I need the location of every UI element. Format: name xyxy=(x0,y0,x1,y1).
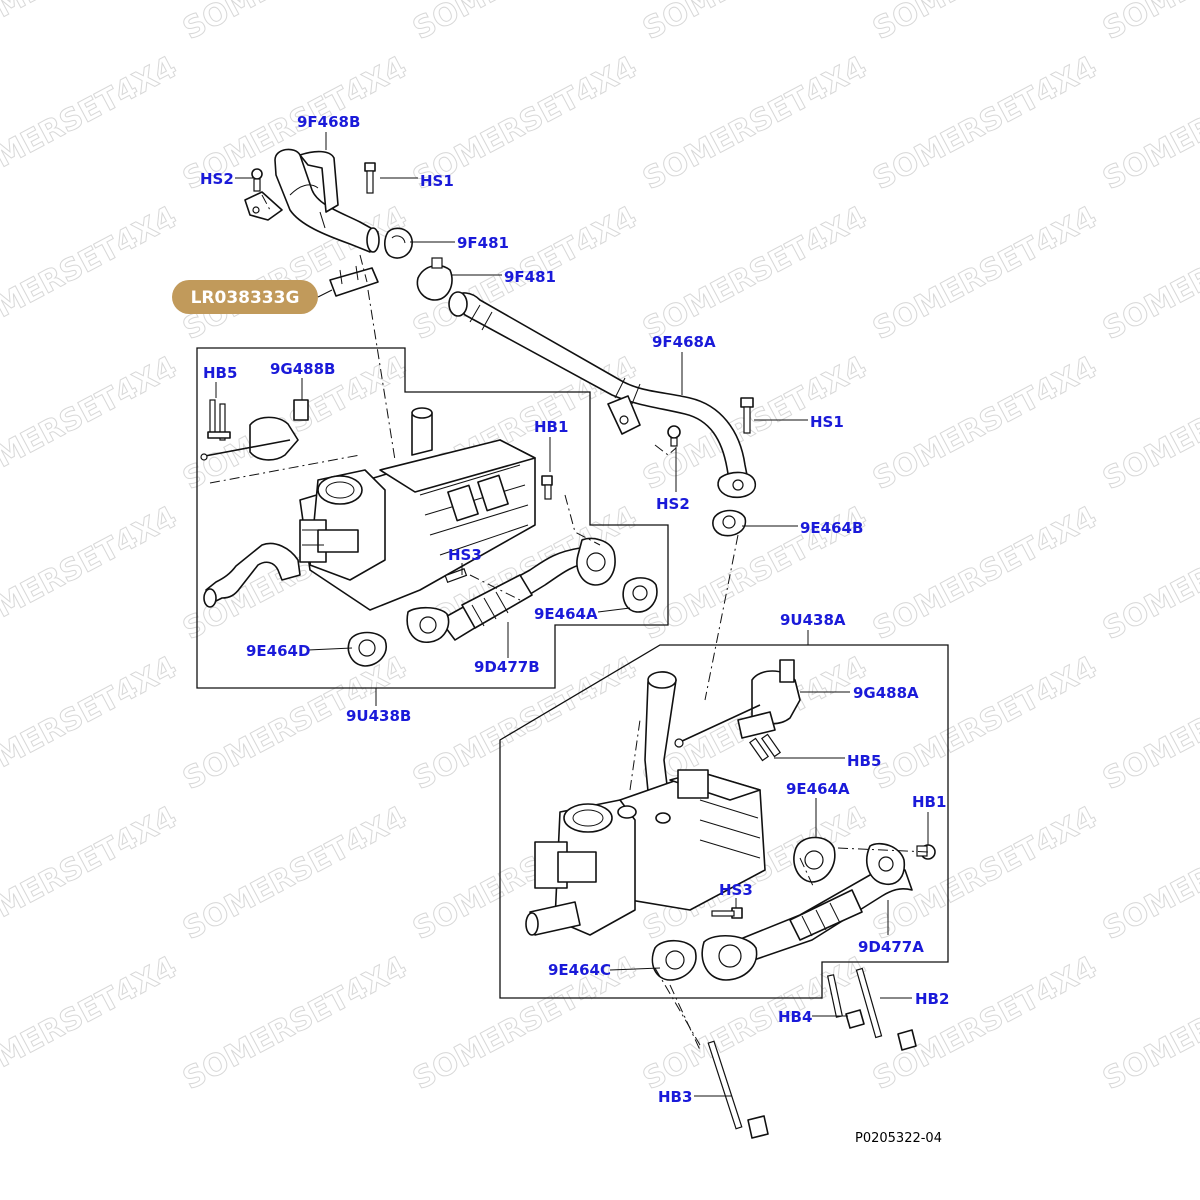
badge-background xyxy=(172,280,318,314)
watermark-text: SOMERSET4X4 xyxy=(867,350,1102,497)
bolt-HS2-top[interactable] xyxy=(251,168,263,192)
pipe-9F468B[interactable] xyxy=(244,148,380,253)
badge-part-number: LR038333G xyxy=(191,288,300,308)
bolt-HS2-mid[interactable] xyxy=(667,425,681,447)
clamp-9F481-a[interactable] xyxy=(384,227,413,259)
label-HB1-left[interactable]: HB1 xyxy=(534,418,568,436)
watermark-text: SOMERSET4X4 xyxy=(177,0,412,47)
watermark-text: SOMERSET4X4 xyxy=(1097,500,1200,647)
watermark-text: SOMERSET4X4 xyxy=(867,950,1102,1097)
frame-9U438A xyxy=(499,644,949,999)
label-9F468A[interactable]: 9F468A xyxy=(652,333,716,351)
label-9G488B[interactable]: 9G488B xyxy=(270,360,336,378)
watermark-text: SOMERSET4X4 xyxy=(867,650,1102,797)
assembly-lines xyxy=(209,194,929,1051)
bolt-HS1-mid[interactable] xyxy=(740,397,754,434)
bolt-HB4[interactable] xyxy=(826,974,865,1029)
label-9E464A-left[interactable]: 9E464A xyxy=(534,605,598,623)
label-9F468B[interactable]: 9F468B xyxy=(297,113,360,131)
label-HB3[interactable]: HB3 xyxy=(658,1088,692,1106)
label-HB1-right[interactable]: HB1 xyxy=(912,793,946,811)
label-9D477A[interactable]: 9D477A xyxy=(858,938,924,956)
watermark-text: SOMERSET4X4 xyxy=(1097,0,1200,47)
label-HB2[interactable]: HB2 xyxy=(915,990,949,1008)
bolt-HS3-left[interactable] xyxy=(444,568,468,584)
label-9E464C[interactable]: 9E464C xyxy=(548,961,611,979)
clamp-9F481-b[interactable] xyxy=(416,257,453,301)
watermark-text: SOMERSET4X4 xyxy=(177,200,412,347)
leader-lines xyxy=(215,132,929,1097)
label-HS3-left[interactable]: HS3 xyxy=(448,546,482,564)
watermark-text: SOMERSET4X4 xyxy=(637,200,872,347)
watermark-text: SOMERSET4X4 xyxy=(1097,50,1200,197)
watermark-text: SOMERSET4X4 xyxy=(0,50,183,197)
label-HS2-top[interactable]: HS2 xyxy=(200,170,234,188)
watermark-text: SOMERSET4X4 xyxy=(1097,350,1200,497)
watermark-text: SOMERSET4X4 xyxy=(0,200,183,347)
frame-9U438B xyxy=(196,347,669,689)
label-HS3-right[interactable]: HS3 xyxy=(719,881,753,899)
bolt-HB1-left[interactable] xyxy=(541,475,553,500)
label-9E464B[interactable]: 9E464B xyxy=(800,519,863,537)
watermark-text: SOMERSET4X4 xyxy=(637,50,872,197)
bolt-HB2[interactable] xyxy=(855,967,917,1051)
watermark-text: SOMERSET4X4 xyxy=(0,650,183,797)
watermark-text: SOMERSET4X4 xyxy=(867,0,1102,47)
watermark-text: SOMERSET4X4 xyxy=(867,50,1102,197)
watermark-text: SOMERSET4X4 xyxy=(867,200,1102,347)
part-number-badge[interactable]: LR038333G xyxy=(172,280,333,314)
watermark-text: SOMERSET4X4 xyxy=(177,800,412,947)
label-HB4[interactable]: HB4 xyxy=(778,1008,812,1026)
bolt-HB5-left[interactable] xyxy=(207,399,231,441)
watermark-text: SOMERSET4X4 xyxy=(1097,950,1200,1097)
bolt-HS1-top[interactable] xyxy=(364,162,376,194)
watermark-text: SOMERSET4X4 xyxy=(867,500,1102,647)
bolt-HS3-right[interactable] xyxy=(711,907,743,919)
label-9F481-a[interactable]: 9F481 xyxy=(457,234,509,252)
watermark-text: SOMERSET4X4 xyxy=(0,350,183,497)
watermark-text: SOMERSET4X4 xyxy=(0,800,183,947)
label-9G488A[interactable]: 9G488A xyxy=(853,684,919,702)
egr-cooler-assembly-9U438A[interactable] xyxy=(525,659,913,981)
callout-labels: 9F468B HS2 HS1 9F481 9F481 9F468A HS1 HS… xyxy=(200,113,949,1106)
watermark-text: SOMERSET4X4 xyxy=(407,0,642,47)
watermark-text: SOMERSET4X4 xyxy=(0,0,183,47)
diagram-reference: P0205322-04 xyxy=(855,1131,942,1146)
watermark-text: SOMERSET4X4 xyxy=(637,0,872,47)
label-9E464D[interactable]: 9E464D xyxy=(246,642,310,660)
watermark-text: SOMERSET4X4 xyxy=(0,950,183,1097)
badge-leader xyxy=(317,289,333,298)
label-HS1-top[interactable]: HS1 xyxy=(420,172,454,190)
label-9D477B[interactable]: 9D477B xyxy=(474,658,540,676)
label-HB5-left[interactable]: HB5 xyxy=(203,364,237,382)
label-9U438B[interactable]: 9U438B xyxy=(346,707,411,725)
gasket-LR038333G[interactable] xyxy=(329,265,379,297)
watermark-text: SOMERSET4X4 xyxy=(1097,200,1200,347)
label-9U438A[interactable]: 9U438A xyxy=(780,611,846,629)
label-HS1-mid[interactable]: HS1 xyxy=(810,413,844,431)
watermark-text: SOMERSET4X4 xyxy=(1097,650,1200,797)
label-HB5-right[interactable]: HB5 xyxy=(847,752,881,770)
label-9F481-b[interactable]: 9F481 xyxy=(504,268,556,286)
egr-cooler-assembly-9U438B[interactable] xyxy=(200,399,658,667)
watermark-text: SOMERSET4X4 xyxy=(177,950,412,1097)
gasket-9E464B[interactable] xyxy=(712,509,747,537)
label-HS2-mid[interactable]: HS2 xyxy=(656,495,690,513)
pipe-9F468A[interactable] xyxy=(448,291,756,499)
bolt-HB3[interactable] xyxy=(707,1040,769,1139)
watermark-text: SOMERSET4X4 xyxy=(0,500,183,647)
bolt-HB5-right[interactable] xyxy=(749,733,782,762)
watermark-text: SOMERSET4X4 xyxy=(1097,800,1200,947)
label-9E464A-right[interactable]: 9E464A xyxy=(786,780,850,798)
